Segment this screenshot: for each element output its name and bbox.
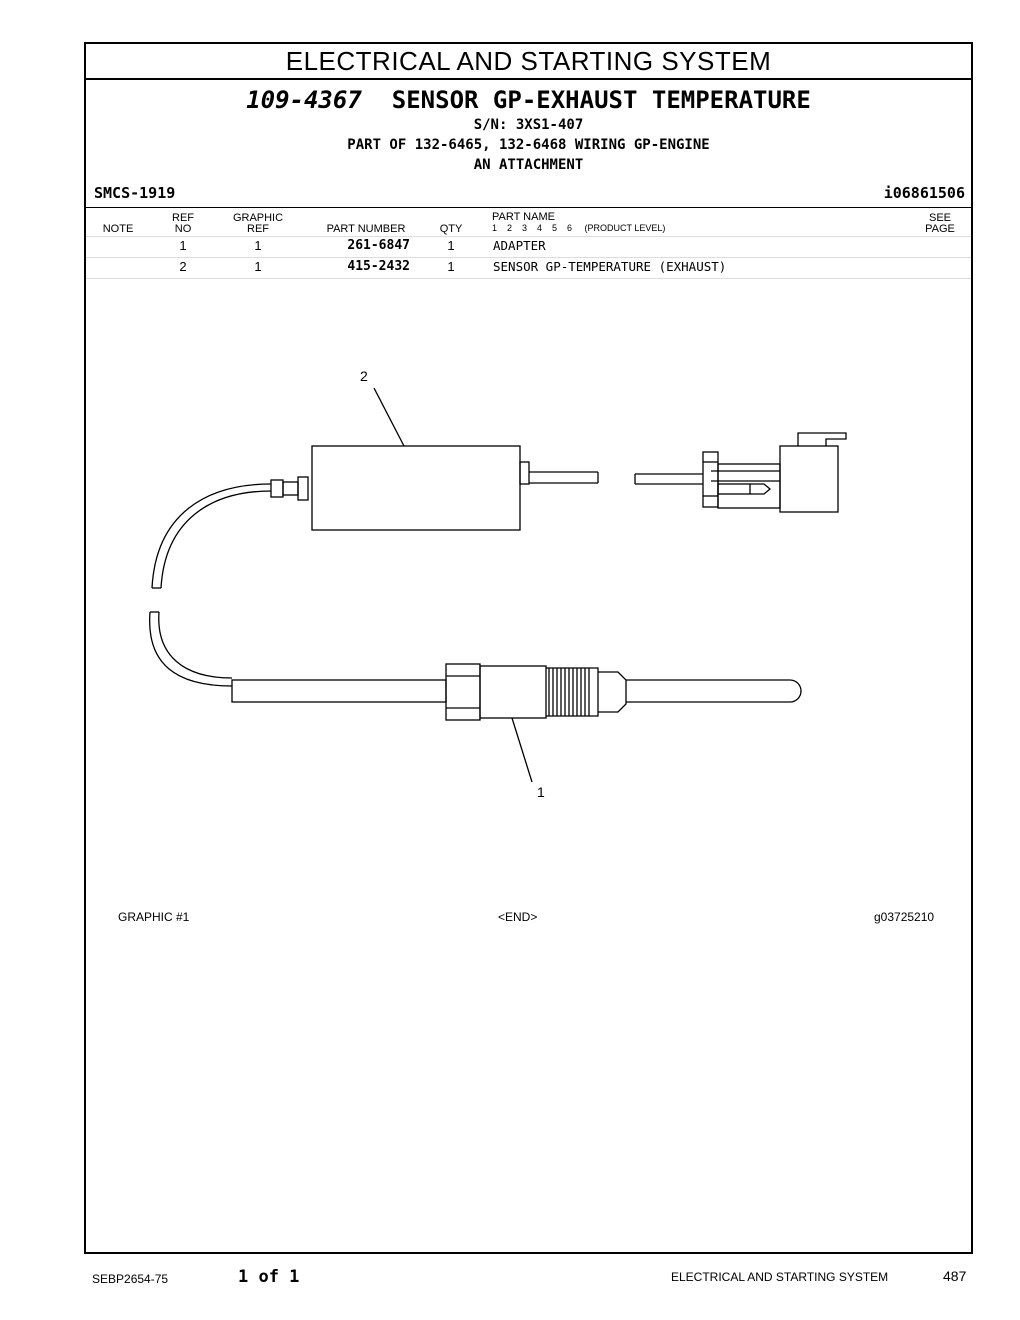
group-title: 109-4367 SENSOR GP-EXHAUST TEMPERATURE [86, 86, 971, 114]
illustration-id: i06861506 [883, 184, 965, 202]
adapter-nut [445, 663, 627, 721]
row-divider [86, 257, 971, 258]
part-1-graphic: 1 [254, 238, 262, 253]
graphic-id: g03725210 [874, 910, 935, 924]
row-divider [86, 236, 971, 237]
group-name: SENSOR GP-EXHAUST TEMPERATURE [391, 86, 811, 114]
callout-2: 2 [360, 368, 368, 384]
callout-2-leader [373, 387, 405, 447]
attachment: AN ATTACHMENT [473, 157, 584, 173]
header-divider [86, 207, 971, 208]
part-2-ref: 2 [179, 259, 187, 274]
page-of: 1 of 1 [238, 1267, 300, 1287]
serial-number: S/N: 3XS1-407 [473, 117, 584, 133]
page-number: 487 [943, 1268, 967, 1284]
col-part-number: PART NUMBER [326, 223, 406, 235]
part-2-number: 415-2432 [347, 259, 410, 274]
doc-number: SEBP2654-75 [92, 1272, 169, 1286]
col-qty: QTY [439, 223, 463, 235]
col-graphic-bottom: REF [247, 223, 269, 235]
section-name: ELECTRICAL AND STARTING SYSTEM [671, 1270, 889, 1284]
part-of: PART OF 132-6465, 132-6468 WIRING GP-ENG… [347, 137, 710, 153]
col-ref-top: REF [172, 212, 194, 224]
part-1-name: ADAPTER [493, 238, 546, 253]
system-title: ELECTRICAL AND STARTING SYSTEM [86, 44, 971, 80]
probe-tube [231, 679, 447, 703]
part-2-name: SENSOR GP-TEMPERATURE (EXHAUST) [493, 259, 727, 274]
col-see-top: SEE [928, 212, 951, 224]
plug-connector [702, 432, 847, 513]
cable-lower [149, 611, 233, 687]
smcs-code: SMCS-1919 [94, 184, 176, 202]
parts-illustration: 2 1 [149, 368, 847, 800]
part-1-qty: 1 [447, 238, 455, 253]
part-2-qty: 1 [447, 259, 455, 274]
col-see-bottom: PAGE [925, 223, 955, 235]
col-ref-bottom: NO [174, 223, 192, 235]
graphic-label: GRAPHIC #1 [118, 910, 190, 924]
row-divider [86, 278, 971, 279]
col-graphic-top: GRAPHIC [232, 212, 284, 224]
col-part-name: PART NAME [492, 211, 555, 223]
sensor-body [311, 445, 521, 531]
col-product-levels: 1 2 3 4 5 6 (PRODUCT LEVEL) [492, 223, 666, 233]
cable-upper [151, 483, 272, 589]
part-2-graphic: 1 [254, 259, 262, 274]
group-number: 109-4367 [246, 86, 362, 114]
col-note: NOTE [102, 223, 134, 235]
cable-upper-inner [160, 490, 272, 589]
part-1-ref: 1 [179, 238, 187, 253]
cable-lower-inner [158, 611, 233, 679]
probe-tip [626, 679, 802, 703]
callout-1: 1 [537, 784, 545, 800]
part-1-number: 261-6847 [347, 238, 410, 253]
graphic-end: <END> [498, 910, 538, 924]
callout-1-leader [511, 717, 533, 783]
